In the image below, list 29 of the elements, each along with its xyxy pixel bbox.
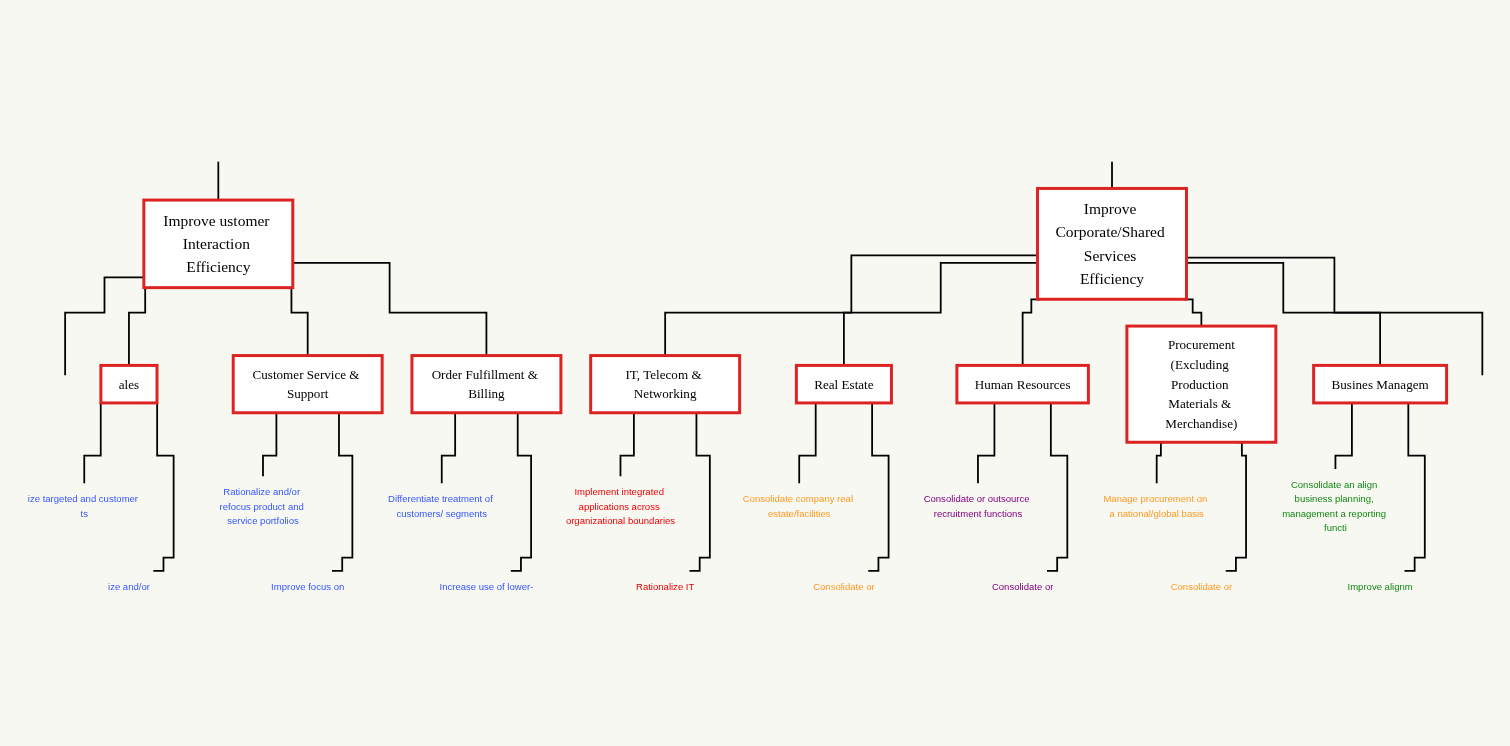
node-box	[955, 363, 1090, 404]
node-text: Consolidate or	[1170, 581, 1233, 592]
node-box	[589, 353, 742, 414]
tree-diagram: Improve ustomer Interaction Efficiency Improve Corporate/Shared Services Efficiency ales Customer Service & Support Order Fulfillment & Billing IT, Telecom & Networking Real Estate Human Resources Procurement (Excluding Production Materials & Merchandise) Busines Managem ize targeted and customer ts ize and/or Rationalize and/or refocus product and service portfolios Improve focus on Differentiate treatment of customers/ segments Increase use of lower- Implement integrated applications across organizational boundaries Rationalize IT Consolidate company real estate/facilities Consolidate or Consolidate or outsource recruitment functions Consolidate or Manage procurement on a national/global basis Consolidate or Consolidate an align business planning, management a reporting functi Improve alignm	[5, 138, 1505, 608]
node-text: Consolidate or	[991, 581, 1054, 592]
node-text: Improve focus on	[271, 581, 345, 592]
node-text: Consolidate or outsource recruitment functions	[923, 493, 1030, 519]
node-text: Rationalize IT	[636, 581, 695, 592]
node-box	[794, 363, 893, 404]
node-text: Consolidate company real estate/facilities	[742, 493, 853, 519]
node-text: Implement integrated applications across organizational boundaries	[565, 486, 676, 526]
node-text: ize targeted and customer ts	[27, 493, 139, 519]
node-text: Increase use of lower-	[439, 581, 534, 592]
node-box	[1036, 186, 1188, 301]
node-box	[99, 363, 159, 404]
node-box	[142, 198, 295, 289]
connector	[1185, 256, 1484, 376]
connector	[1111, 160, 1113, 189]
node-box	[410, 353, 563, 414]
node-text: Rationalize and/or refocus product and service portfolios	[219, 486, 304, 526]
node-text: Consolidate or	[813, 581, 875, 592]
node-text: Improve alignm	[1347, 581, 1413, 592]
node-box	[231, 353, 384, 414]
node-text: Differentiate treatment of customers/ segments	[388, 493, 493, 519]
node-text: Manage procurement on a national/global basis	[1103, 493, 1208, 519]
node-text: ize and/or	[108, 581, 150, 592]
node-box	[1125, 324, 1278, 444]
node-text: Consolidate an align business planning, management a reporting functi	[1282, 479, 1387, 533]
node-box	[1312, 363, 1449, 404]
